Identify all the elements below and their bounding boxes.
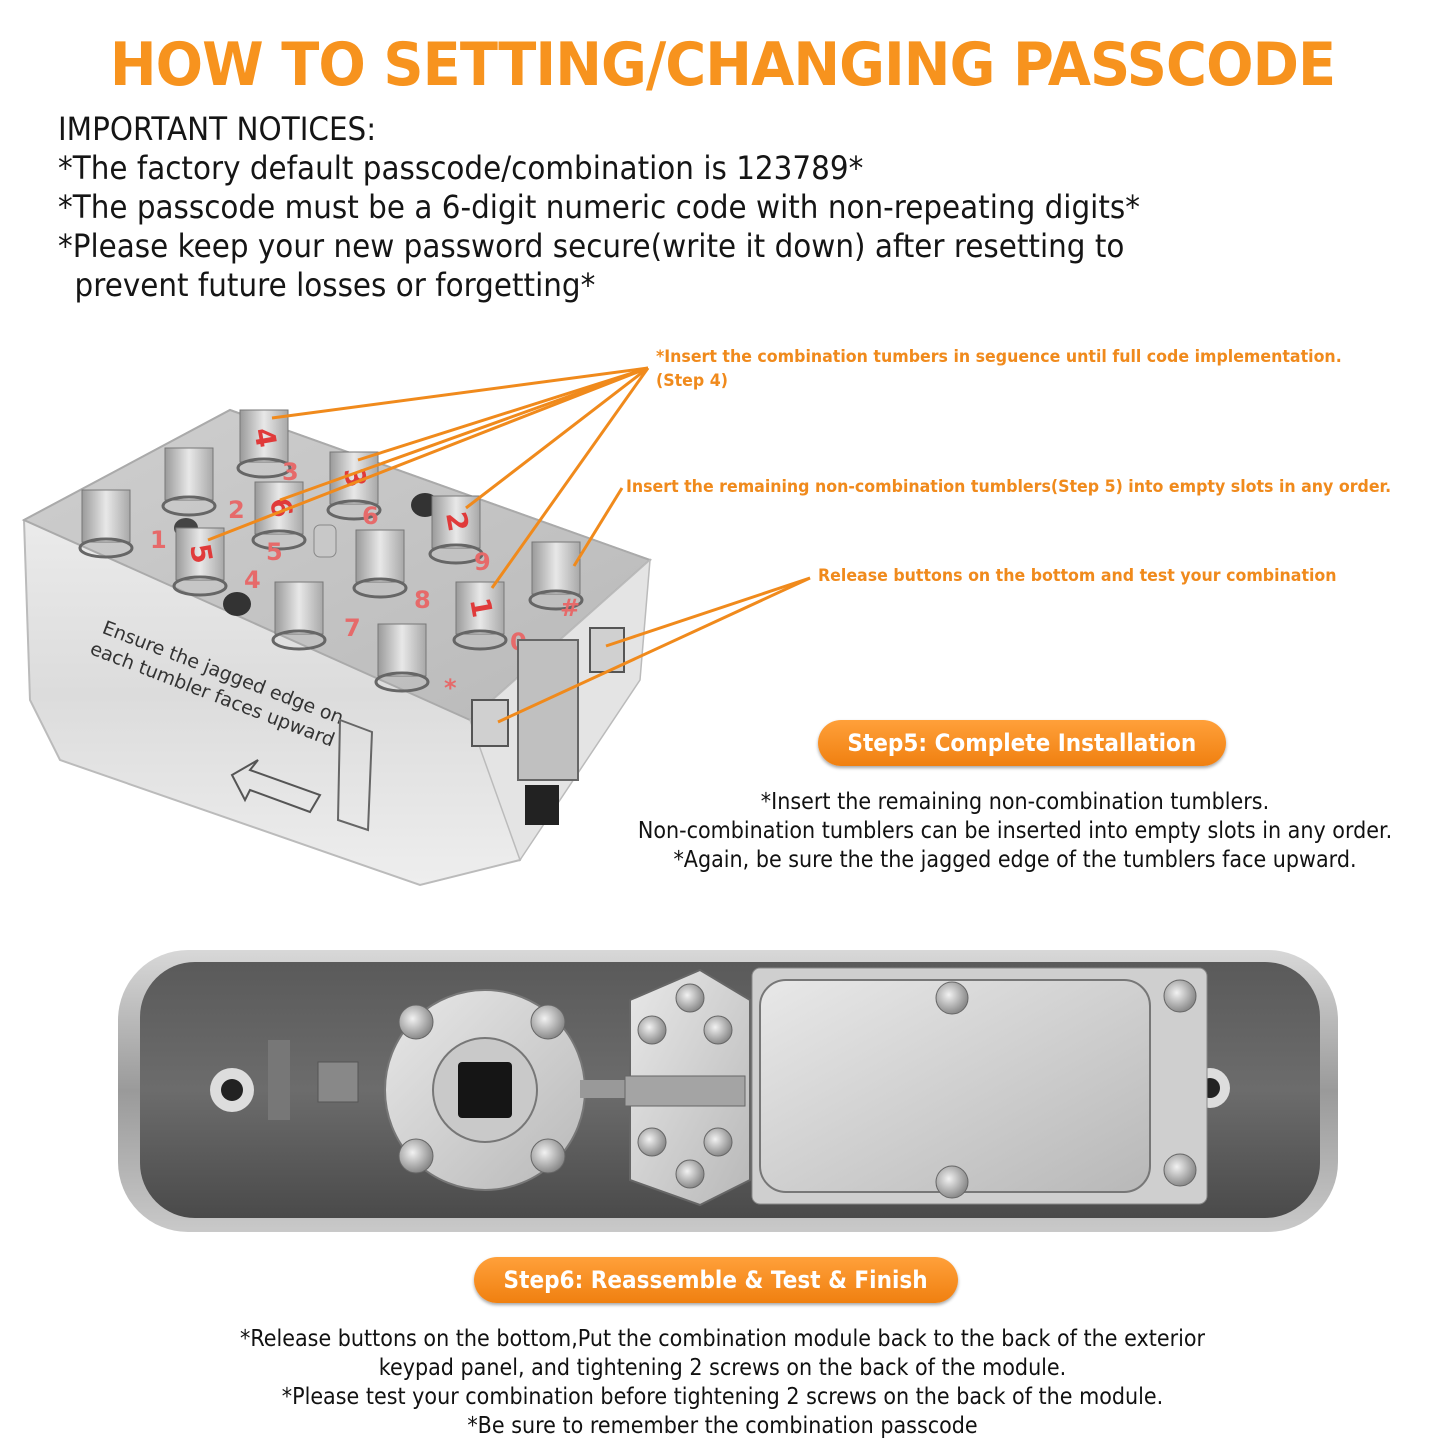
notice-default-code: *The factory default passcode/combinatio… <box>58 149 864 187</box>
combination-module-illustration: 4 3 6 5 2 1 1 2 3 4 5 6 7 8 9 0 * # Ensu… <box>21 366 811 887</box>
step6-badge: Step6: Reassemble & Test & Finish <box>474 1257 958 1303</box>
lock-interior-illustration <box>118 950 1338 1232</box>
tumbler-slot <box>236 409 292 479</box>
release-slider <box>517 639 579 781</box>
tumbler-slot <box>161 447 217 517</box>
page-title: HOW TO SETTING/CHANGING PASSCODE <box>109 30 1336 100</box>
callout-release: Release buttons on the bottom and test y… <box>818 566 1337 586</box>
step6-line1: *Release buttons on the bottom,Put the c… <box>239 1326 1206 1352</box>
step5-label: Step5: Complete Installation <box>847 729 1197 757</box>
step6-line3: *Please test your combination before tig… <box>281 1384 1164 1410</box>
tumbler-slot <box>374 623 430 693</box>
callout-step4: *Insert the combination tumbers in segue… <box>656 345 1342 393</box>
step6-line2: keypad panel, and tightening 2 screws on… <box>378 1355 1067 1381</box>
slot-label: 9 <box>474 548 491 576</box>
slot-label: # <box>560 594 580 622</box>
callout-step5: Insert the remaining non-combination tum… <box>626 477 1392 497</box>
step6-description: *Release buttons on the bottom,Put the c… <box>171 1325 1274 1441</box>
callout-step4-line1: *Insert the combination tumbers in segue… <box>656 347 1342 367</box>
tumbler-slot <box>528 541 584 611</box>
notice-keep-secure: *Please keep your new password secure(wr… <box>58 227 1125 265</box>
step6-label: Step6: Reassemble & Test & Finish <box>503 1266 929 1294</box>
step5-line1: *Insert the remaining non-combination tu… <box>760 789 1270 815</box>
slot-label: 3 <box>282 458 299 486</box>
step5-badge: Step5: Complete Installation <box>818 720 1226 766</box>
tumblers <box>78 409 584 693</box>
slot-label: * <box>444 674 457 702</box>
tumbler-slot <box>271 581 327 651</box>
step5-description: *Insert the remaining non-combination tu… <box>619 788 1411 875</box>
tumbler-slot <box>78 489 134 559</box>
step5-line3: *Again, be sure the the jagged edge of t… <box>673 847 1357 873</box>
important-notices: IMPORTANT NOTICES: *The factory default … <box>58 110 1318 305</box>
slot-label: 8 <box>414 586 431 614</box>
step5-line2: Non-combination tumblers can be inserted… <box>637 818 1393 844</box>
tumbler-slot <box>352 529 408 599</box>
cam-screws <box>398 1004 566 1174</box>
tumbler-slot <box>251 481 307 551</box>
notices-heading: IMPORTANT NOTICES: <box>58 110 377 148</box>
slot-label: 1 <box>150 526 167 554</box>
step6-line4: *Be sure to remember the combination pas… <box>467 1413 978 1439</box>
tumbler-slot <box>452 581 508 651</box>
notice-keep-secure-cont: prevent future losses or forgetting* <box>74 266 596 304</box>
notice-code-format: *The passcode must be a 6-digit numeric … <box>58 188 1140 226</box>
callout-step4-line2: (Step 4) <box>656 371 728 391</box>
slot-label: 2 <box>228 496 245 524</box>
release-button-left <box>471 699 509 747</box>
slot-label: 7 <box>344 614 361 642</box>
slot-label: 4 <box>244 566 261 594</box>
slot-label: 6 <box>362 502 379 530</box>
slot-label: 5 <box>266 538 283 566</box>
